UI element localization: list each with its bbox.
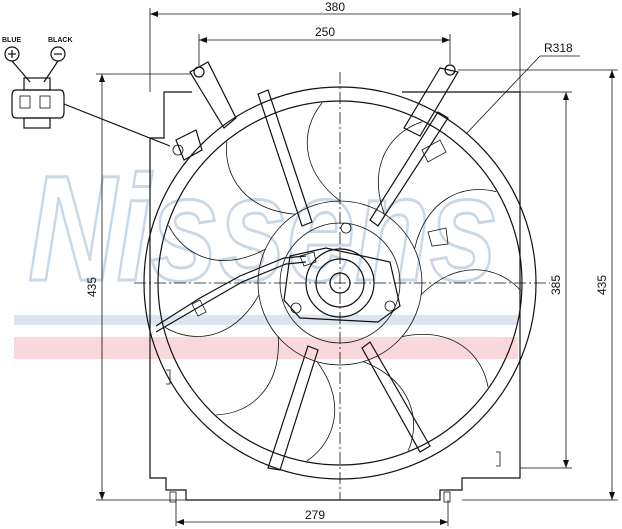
dim-bottom-width: 279 — [305, 508, 325, 522]
wire-label-black: BLACK — [48, 37, 73, 44]
watermark-bar — [14, 315, 518, 325]
dim-left-height: 435 — [85, 277, 99, 297]
watermark-stripe — [14, 337, 518, 359]
watermark-text: Nissens — [28, 144, 498, 312]
dim-overall-width: 380 — [325, 0, 345, 14]
connector: BLUE BLACK — [2, 37, 171, 147]
wire-label-blue: BLUE — [2, 37, 21, 44]
connector-plug-icon — [11, 89, 65, 119]
brand-watermark: Nissens — [14, 143, 518, 359]
motor-wire — [155, 255, 307, 333]
dim-radius: R318 — [544, 41, 573, 55]
mount-brackets — [189, 61, 459, 247]
shroud-outline — [149, 91, 521, 503]
dim-mount-spacing: 250 — [315, 25, 335, 39]
dim-right-height: 435 — [595, 275, 609, 295]
centerlines — [134, 72, 550, 500]
dim-inner-height: 385 — [549, 275, 563, 295]
support-struts — [257, 89, 449, 471]
dimension-lines: 380 250 R318 435 435 385 279 — [85, 0, 618, 526]
fan-blades — [164, 102, 522, 462]
